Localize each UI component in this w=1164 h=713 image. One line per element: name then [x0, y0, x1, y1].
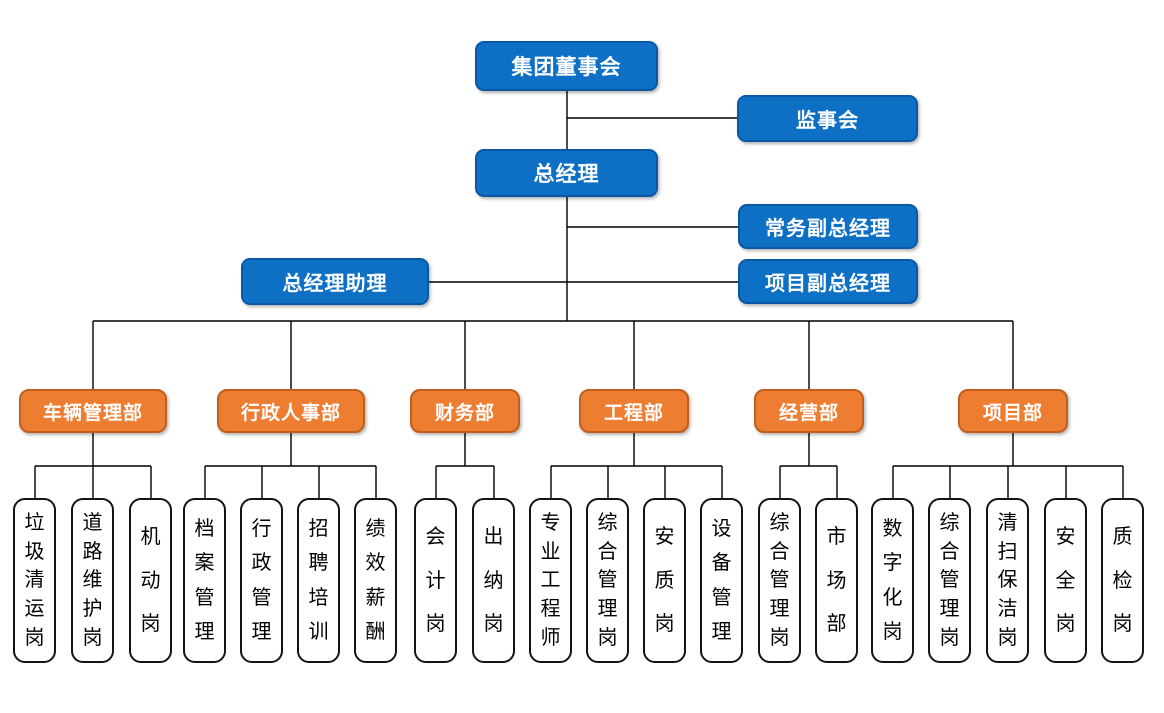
dept-node-vehicle-management: 车辆管理部 — [19, 389, 167, 433]
position-node-professional-engineer: 专业工程师 — [529, 498, 572, 663]
position-node-performance-payroll: 绩效薪酬 — [354, 498, 397, 663]
position-node-digitalization: 数字化岗 — [871, 498, 914, 663]
org-node-supervisory-board: 监事会 — [737, 95, 918, 142]
position-node-archives-management: 档案管理 — [183, 498, 226, 663]
dept-node-admin-hr: 行政人事部 — [217, 389, 365, 433]
dept-node-operations-label: 经营部 — [778, 402, 839, 424]
dept-node-engineering: 工程部 — [579, 389, 689, 433]
org-node-project-deputy-gm: 项目副总经理 — [738, 259, 918, 304]
org-node-gm-assistant: 总经理助理 — [241, 258, 429, 305]
position-node-accounting: 会计岗 — [414, 498, 457, 663]
position-node-recruit-training: 招聘培训 — [297, 498, 340, 663]
org-node-board-label: 集团董事会 — [511, 56, 622, 79]
org-node-supervisory-board-label: 监事会 — [796, 110, 859, 132]
position-node-general-management-ops: 综合管理岗 — [758, 498, 801, 663]
position-node-market: 市场部 — [815, 498, 858, 663]
position-node-road-maintenance: 道路维护岗 — [71, 498, 114, 663]
position-node-cashier: 出纳岗 — [472, 498, 515, 663]
org-node-executive-deputy-gm-label: 常务副总经理 — [765, 218, 891, 240]
dept-node-project-label: 项目部 — [982, 402, 1043, 424]
position-node-admin-management: 行政管理 — [240, 498, 283, 663]
dept-node-admin-hr-label: 行政人事部 — [240, 402, 341, 424]
position-node-quality-inspection: 质检岗 — [1101, 498, 1144, 663]
position-node-general-management-proj: 综合管理岗 — [928, 498, 971, 663]
dept-node-vehicle-management-label: 车辆管理部 — [42, 402, 143, 424]
org-node-executive-deputy-gm: 常务副总经理 — [738, 204, 918, 249]
position-node-garbage-removal: 垃圾清运岗 — [13, 498, 56, 663]
dept-node-operations: 经营部 — [754, 389, 864, 433]
org-node-project-deputy-gm-label: 项目副总经理 — [765, 273, 891, 295]
org-node-board: 集团董事会 — [475, 41, 658, 91]
dept-node-project: 项目部 — [958, 389, 1068, 433]
position-node-sweeping-cleaning: 清扫保洁岗 — [986, 498, 1029, 663]
position-node-general-management-eng: 综合管理岗 — [586, 498, 629, 663]
org-node-gm-assistant-label: 总经理助理 — [282, 273, 388, 295]
dept-node-finance-label: 财务部 — [434, 402, 495, 424]
position-node-safety-quality: 安质岗 — [643, 498, 686, 663]
position-node-equipment-management: 设备管理 — [700, 498, 743, 663]
dept-node-engineering-label: 工程部 — [603, 402, 664, 424]
org-node-general-manager: 总经理 — [475, 149, 658, 197]
dept-node-finance: 财务部 — [410, 389, 520, 433]
position-node-mobile-duty: 机动岗 — [129, 498, 172, 663]
position-node-safety: 安全岗 — [1044, 498, 1087, 663]
org-node-general-manager-label: 总经理 — [533, 163, 600, 186]
